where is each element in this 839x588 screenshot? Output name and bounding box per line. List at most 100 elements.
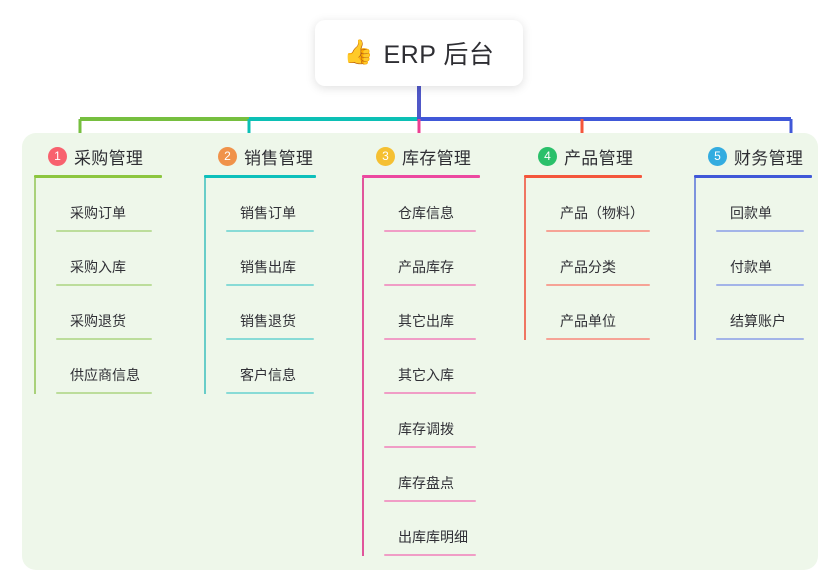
category-item-rule	[226, 338, 314, 340]
category-item[interactable]: 销售出库	[226, 232, 316, 286]
root-node-title: ERP 后台	[383, 41, 495, 69]
category-item[interactable]: 产品（物料）	[546, 178, 650, 232]
category-item-label: 销售出库	[240, 259, 296, 275]
category-item-label: 付款单	[730, 259, 772, 275]
thumbs-up-icon: 👍	[343, 39, 374, 66]
category-header-rule	[524, 175, 642, 178]
category-item-label: 供应商信息	[70, 367, 140, 383]
category-item[interactable]: 结算账户	[716, 286, 812, 340]
category-header-5[interactable]: 5 财务管理	[694, 143, 812, 169]
category-spine	[694, 178, 696, 340]
category-spine	[524, 178, 526, 340]
category-item-label: 回款单	[730, 205, 772, 221]
category-item-label: 采购退货	[70, 313, 126, 329]
category-header-2[interactable]: 2 销售管理	[204, 143, 316, 169]
category-item-rule	[384, 446, 476, 448]
category-number-badge: 4	[538, 146, 557, 166]
category-item-list: 销售订单销售出库销售退货客户信息	[204, 178, 316, 394]
category-item-label: 库存盘点	[398, 475, 454, 491]
category-title: 财务管理	[734, 148, 804, 168]
category-header-1[interactable]: 1 采购管理	[34, 143, 162, 169]
category-item-label: 客户信息	[240, 367, 296, 383]
category-title: 销售管理	[244, 148, 314, 168]
category-item-label: 销售订单	[240, 205, 296, 221]
category-item-label: 出库库明细	[398, 529, 468, 545]
category-item[interactable]: 付款单	[716, 232, 812, 286]
category-item-rule	[384, 554, 476, 556]
category-spine	[34, 178, 36, 394]
category-header-rule	[34, 175, 162, 178]
category-item-rule	[546, 338, 650, 340]
category-number-badge: 5	[708, 146, 727, 166]
category-column-4: 4 产品管理产品（物料） 产品分类产品单位	[524, 143, 650, 340]
category-column-1: 1 采购管理采购订单采购入库采购退货供应商信息	[34, 143, 162, 394]
category-spine	[204, 178, 206, 394]
category-item[interactable]: 销售退货	[226, 286, 316, 340]
category-number-badge: 1	[48, 146, 67, 166]
category-item[interactable]: 采购入库	[56, 232, 162, 286]
category-item-rule	[226, 392, 314, 394]
category-title: 产品管理	[564, 148, 634, 168]
category-item[interactable]: 其它入库	[384, 340, 480, 394]
category-header-rule	[362, 175, 480, 178]
category-item-label: 仓库信息	[398, 205, 454, 221]
category-item-label: 采购入库	[70, 259, 126, 275]
category-item-rule	[716, 230, 804, 232]
category-item-list: 回款单付款单结算账户	[694, 178, 812, 340]
category-item[interactable]: 供应商信息	[56, 340, 162, 394]
root-node-card[interactable]: 👍 ERP 后台	[315, 20, 523, 86]
category-item-label: 其它出库	[398, 313, 454, 329]
category-item[interactable]: 回款单	[716, 178, 812, 232]
category-item-rule	[384, 338, 476, 340]
category-item-label: 产品分类	[560, 259, 616, 275]
category-item-rule	[56, 338, 152, 340]
category-item-rule	[546, 284, 650, 286]
category-item[interactable]: 产品库存	[384, 232, 480, 286]
category-header-rule	[204, 175, 316, 178]
category-item-label: 产品库存	[398, 259, 454, 275]
category-item-label: 库存调拨	[398, 421, 454, 437]
category-item[interactable]: 产品分类	[546, 232, 650, 286]
category-number-badge: 3	[376, 146, 395, 166]
category-item[interactable]: 库存盘点	[384, 448, 480, 502]
category-header-rule	[694, 175, 812, 178]
category-header-3[interactable]: 3 库存管理	[362, 143, 480, 169]
category-column-2: 2 销售管理销售订单销售出库销售退货客户信息	[204, 143, 316, 394]
category-item-label: 产品单位	[560, 313, 616, 329]
diagram-panel: 1 采购管理采购订单采购入库采购退货供应商信息 2 销售管理销售订单销售出库销售退货客…	[22, 133, 818, 570]
category-item[interactable]: 库存调拨	[384, 394, 480, 448]
category-item[interactable]: 客户信息	[226, 340, 316, 394]
category-item[interactable]: 出库库明细	[384, 502, 480, 556]
category-item-label: 其它入库	[398, 367, 454, 383]
category-item-rule	[56, 230, 152, 232]
category-item-rule	[226, 230, 314, 232]
category-item-rule	[56, 284, 152, 286]
category-item-list: 产品（物料） 产品分类产品单位	[524, 178, 650, 340]
category-item-label: 产品（物料）	[560, 205, 644, 221]
category-spine	[362, 178, 364, 556]
category-item-rule	[56, 392, 152, 394]
category-item[interactable]: 仓库信息	[384, 178, 480, 232]
category-item[interactable]: 销售订单	[226, 178, 316, 232]
category-item-rule	[546, 230, 650, 232]
category-item-label: 销售退货	[240, 313, 296, 329]
category-item-list: 采购订单采购入库采购退货供应商信息	[34, 178, 162, 394]
category-item[interactable]: 采购订单	[56, 178, 162, 232]
category-item-rule	[716, 284, 804, 286]
category-item-label: 结算账户	[730, 313, 786, 329]
category-item-rule	[226, 284, 314, 286]
category-title: 采购管理	[74, 148, 144, 168]
category-header-4[interactable]: 4 产品管理	[524, 143, 642, 169]
category-number-badge: 2	[218, 146, 237, 166]
category-item[interactable]: 其它出库	[384, 286, 480, 340]
category-item[interactable]: 产品单位	[546, 286, 650, 340]
category-title: 库存管理	[402, 148, 472, 168]
category-item-label: 采购订单	[70, 205, 126, 221]
category-item-list: 仓库信息产品库存其它出库其它入库库存调拨库存盘点出库库明细	[362, 178, 480, 556]
category-column-5: 5 财务管理回款单付款单结算账户	[694, 143, 812, 340]
category-item-rule	[384, 230, 476, 232]
category-column-3: 3 库存管理仓库信息产品库存其它出库其它入库库存调拨库存盘点出库库明细	[362, 143, 480, 556]
category-item[interactable]: 采购退货	[56, 286, 162, 340]
category-item-rule	[384, 284, 476, 286]
category-item-rule	[384, 392, 476, 394]
